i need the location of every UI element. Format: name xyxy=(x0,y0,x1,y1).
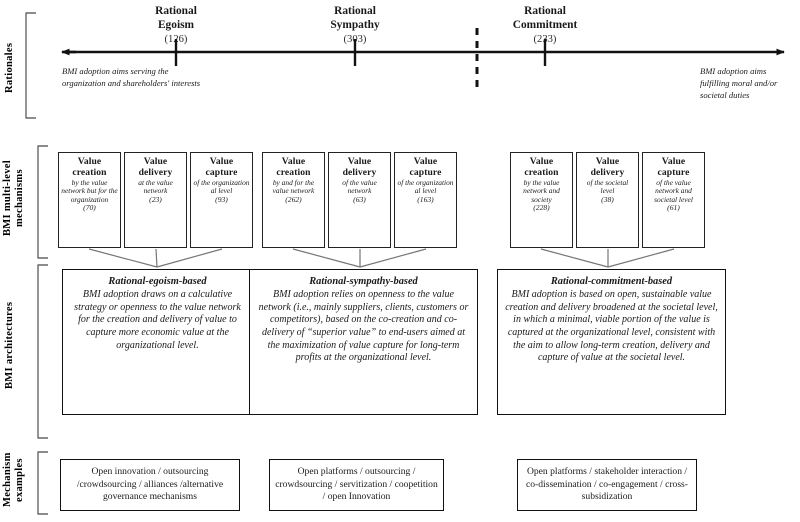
mechanism-cell-commitment-value-delivery[interactable]: Value delivery of the societal level (38… xyxy=(576,152,639,248)
timeline-left-note: BMI adoption aims serving the organizati… xyxy=(62,66,201,88)
row-label-mechanism-examples: Mechanism examples xyxy=(2,452,26,508)
timeline-title-line2: Egoism xyxy=(157,19,195,32)
architecture-body: BMI adoption is based on open, sustainab… xyxy=(505,289,718,364)
timeline-title-line1: Rational xyxy=(334,5,376,17)
mechanism-title-line2: creation xyxy=(276,166,311,178)
mechanism-title-line2: capture xyxy=(205,166,238,178)
mechanism-cell-sympathy-value-capture[interactable]: Value capture of the organization al lev… xyxy=(394,152,457,248)
architecture-box-rational-sympathy[interactable]: Rational-sympathy-based BMI adoption rel… xyxy=(249,269,478,415)
architecture-body: BMI adoption draws on a calculative stra… xyxy=(74,289,241,351)
mechanism-title-line1: Value xyxy=(77,156,102,167)
timeline-label-rational-sympathy: Rational Sympathy (303) xyxy=(295,4,415,47)
mechanism-title-line2: creation xyxy=(72,166,107,178)
mechanism-subtitle: by the value network but for the organiz… xyxy=(61,177,118,204)
mechanism-subtitle: of the value network xyxy=(342,177,377,196)
example-box-rational-sympathy[interactable]: Open platforms / outsourcing / crowdsour… xyxy=(269,459,444,511)
example-text: Open platforms / stakeholder interaction… xyxy=(526,465,688,503)
mechanism-subtitle: at the value network xyxy=(138,177,173,196)
mechanism-title-line1: Value xyxy=(209,156,234,167)
mechanism-count: (61) xyxy=(667,203,680,213)
mechanism-title-line2: creation xyxy=(524,166,559,178)
architecture-box-rational-commitment[interactable]: Rational-commitment-based BMI adoption i… xyxy=(497,269,726,415)
mechanism-subtitle: of the value network and societal level xyxy=(654,177,693,204)
mechanism-count: (228) xyxy=(533,203,550,213)
mechanism-count: (70) xyxy=(83,203,96,213)
mechanism-cell-sympathy-value-creation[interactable]: Value creation by and for the value netw… xyxy=(262,152,325,248)
mechanism-subtitle: of the organization al level xyxy=(397,177,454,196)
mechanism-subtitle: by the value network and society xyxy=(523,177,560,204)
mechanism-cell-egoism-value-creation[interactable]: Value creation by the value network but … xyxy=(58,152,121,248)
mechanism-title-line1: Value xyxy=(661,156,686,167)
mechanism-cell-commitment-value-capture[interactable]: Value capture of the value network and s… xyxy=(642,152,705,248)
timeline-count: (303) xyxy=(343,34,367,46)
architecture-title: Rational-sympathy-based xyxy=(309,276,418,287)
mechanism-cell-commitment-value-creation[interactable]: Value creation by the value network and … xyxy=(510,152,573,248)
mechanism-count: (93) xyxy=(215,194,228,204)
timeline-title-line2: Commitment xyxy=(512,19,578,32)
architecture-body: BMI adoption relies on openness to the v… xyxy=(258,289,469,364)
mechanism-title-line1: Value xyxy=(143,156,168,167)
mechanism-count: (23) xyxy=(149,194,162,204)
mechanism-title-line2: capture xyxy=(409,166,442,178)
mechanism-title-line1: Value xyxy=(347,156,372,167)
timeline-count: (233) xyxy=(533,34,557,46)
mechanism-title-line2: delivery xyxy=(590,166,625,178)
mechanism-count: (163) xyxy=(417,194,434,204)
architecture-box-rational-egoism[interactable]: Rational-egoism-based BMI adoption draws… xyxy=(62,269,253,415)
mechanism-cell-sympathy-value-delivery[interactable]: Value delivery of the value network (63) xyxy=(328,152,391,248)
row-label-bmi-architectures: BMI architectures xyxy=(4,301,15,389)
mechanism-count: (63) xyxy=(353,194,366,204)
timeline-title-line1: Rational xyxy=(524,5,566,17)
timeline-title-line1: Rational xyxy=(155,5,197,17)
example-text: Open innovation / outsourcing /crowdsour… xyxy=(76,465,224,503)
timeline-label-rational-egoism: Rational Egoism (126) xyxy=(116,4,236,47)
mechanism-title-line2: delivery xyxy=(342,166,377,178)
mechanism-title-line2: capture xyxy=(657,166,690,178)
timeline-count: (126) xyxy=(164,34,188,46)
architecture-title: Rational-egoism-based xyxy=(108,276,207,287)
mechanism-cell-egoism-value-capture[interactable]: Value capture of the organization al lev… xyxy=(190,152,253,248)
mechanism-title-line1: Value xyxy=(595,156,620,167)
mechanism-subtitle: of the societal level xyxy=(586,177,629,196)
mechanism-cell-egoism-value-delivery[interactable]: Value delivery at the value network (23) xyxy=(124,152,187,248)
row-label-rationales: Rationales xyxy=(4,42,15,94)
example-box-rational-commitment[interactable]: Open platforms / stakeholder interaction… xyxy=(517,459,697,511)
timeline-label-rational-commitment: Rational Commitment (233) xyxy=(485,4,605,47)
example-box-rational-egoism[interactable]: Open innovation / outsourcing /crowdsour… xyxy=(60,459,240,511)
mechanism-title-line1: Value xyxy=(413,156,438,167)
mechanism-title-line2: delivery xyxy=(138,166,173,178)
mechanism-count: (262) xyxy=(285,194,302,204)
mechanism-title-line1: Value xyxy=(281,156,306,167)
mechanism-subtitle: by and for the value network xyxy=(272,177,315,196)
mechanism-count: (38) xyxy=(601,194,614,204)
mechanism-subtitle: of the organization al level xyxy=(193,177,250,196)
mechanism-title-line1: Value xyxy=(529,156,554,167)
timeline-title-line2: Sympathy xyxy=(330,19,380,32)
example-text: Open platforms / outsourcing / crowdsour… xyxy=(275,465,438,503)
architecture-title: Rational-commitment-based xyxy=(550,276,673,287)
timeline-right-note: BMI adoption aims fulfilling moral and/o… xyxy=(700,66,778,100)
row-label-bmi-multi-level-mechanisms: BMI multi-level mechanisms xyxy=(2,160,26,236)
